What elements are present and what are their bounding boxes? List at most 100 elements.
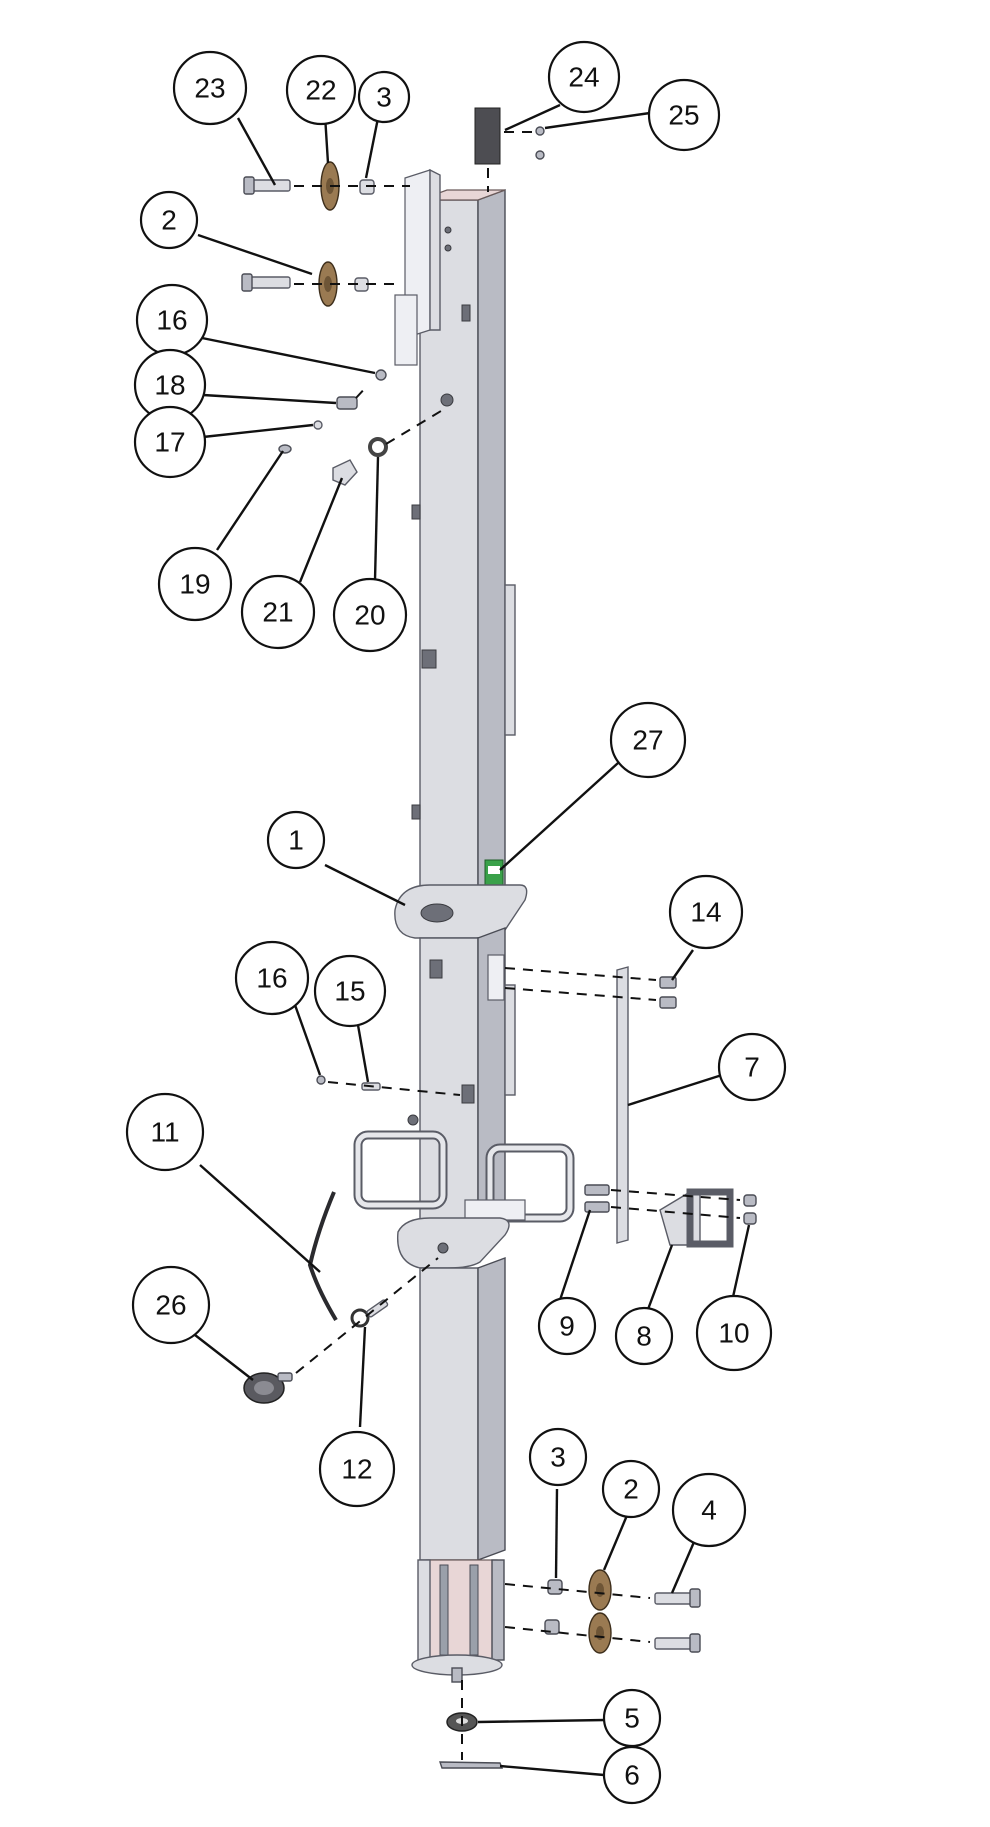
callout-23: 23 [172,50,248,126]
callout-17: 17 [133,405,207,479]
nut-3-bottom [547,1579,563,1595]
callout-4: 4 [671,1472,747,1548]
mast-hole [444,226,452,234]
callout-19: 19 [157,546,233,622]
svg-text:8: 8 [636,1321,652,1352]
collar-plate-hole [420,903,454,923]
callout-1: 1 [266,810,326,870]
mast-hole [440,393,454,407]
mast-hole [411,804,421,820]
callout-24: 24 [547,40,621,114]
svg-text:14: 14 [690,897,721,928]
bolt-4-head [689,1588,701,1608]
svg-text:24: 24 [568,62,599,93]
bolt-lower-2 [654,1637,694,1650]
callout-2-upper: 2 [139,190,199,250]
handle-frame-right-inner [487,1145,573,1221]
cap-24 [474,107,501,165]
upper-mast-side [477,188,506,907]
svg-text:27: 27 [632,725,663,756]
callout-20: 20 [332,577,408,653]
svg-text:20: 20 [354,600,385,631]
bolt-4 [654,1592,694,1605]
svg-text:16: 16 [156,305,187,336]
callout-11: 11 [125,1092,205,1172]
callout-26: 26 [131,1265,211,1345]
svg-text:6: 6 [624,1760,640,1791]
handle-bracket-plate [464,1199,526,1221]
wheel-2-upper-hub [324,276,332,292]
svg-text:5: 5 [624,1703,640,1734]
svg-text:17: 17 [154,427,185,458]
bracket-8 [659,1191,701,1246]
handle-frame-left-inner [355,1132,446,1208]
bolt-23 [243,176,291,195]
svg-text:2: 2 [161,205,177,236]
inner-tube [426,1559,498,1661]
base-pin [451,1667,463,1683]
clip-18 [336,396,358,410]
pin-6 [439,1761,504,1769]
washer-20 [368,437,388,457]
main-column [353,168,575,1683]
support-bar-7 [616,966,629,1244]
svg-text:3: 3 [550,1442,566,1473]
axis-line [504,987,657,1001]
svg-text:1: 1 [288,825,304,856]
svg-text:18: 18 [154,370,185,401]
axis-line [504,967,657,981]
top-slide-bracket-side [429,168,441,331]
lower-collar-plate [396,1217,510,1269]
pin-16-upper [375,369,387,381]
inner-tube-face [491,1559,505,1661]
warning-label-sticker-panel [488,866,500,874]
svg-text:10: 10 [718,1318,749,1349]
bolt-9 [584,1201,610,1213]
callout-27: 27 [609,701,687,779]
pin-16-middle [316,1075,326,1085]
side-rail-middle [504,984,516,1096]
lower-mast-side [477,1256,506,1562]
svg-text:26: 26 [155,1290,186,1321]
bolt-lower-2-head [689,1633,701,1653]
nut-10 [743,1212,757,1225]
svg-text:7: 7 [744,1052,760,1083]
callout-3-top: 3 [357,70,411,124]
svg-text:22: 22 [305,75,336,106]
inner-tube-slot [439,1564,449,1656]
svg-text:11: 11 [150,1117,179,1148]
screw-25 [535,150,545,160]
mast-hole [429,959,443,979]
svg-text:12: 12 [341,1454,372,1485]
svg-text:3: 3 [376,82,392,113]
callout-16-middle: 16 [234,940,310,1016]
screw-19 [278,444,292,454]
mast-hole [461,1084,475,1104]
axis-line [327,1081,461,1096]
leader-lines [194,103,751,1777]
lower-collar-hole [437,1242,449,1254]
axis-line [610,1189,741,1201]
svg-text:2: 2 [623,1474,639,1505]
callout-22: 22 [285,54,357,126]
callout-8: 8 [614,1306,674,1366]
callout-14: 14 [668,874,744,950]
mast-hole [444,244,452,252]
callout-3-bottom: 3 [528,1427,588,1487]
axis-line [504,1626,651,1643]
svg-text:21: 21 [262,597,293,628]
inner-tube-face [417,1559,431,1661]
mast-hole [407,1114,419,1126]
side-tab-upper [394,294,418,366]
callout-7: 7 [717,1032,787,1102]
bracket-8-loop [686,1188,734,1248]
collar-plate-1 [394,884,528,939]
cable-11 [307,1191,338,1322]
svg-text:25: 25 [668,100,699,131]
callout-25: 25 [647,78,721,152]
callout-9: 9 [537,1296,597,1356]
nut-10 [743,1194,757,1207]
screw-25 [535,126,545,136]
svg-text:15: 15 [334,976,365,1007]
